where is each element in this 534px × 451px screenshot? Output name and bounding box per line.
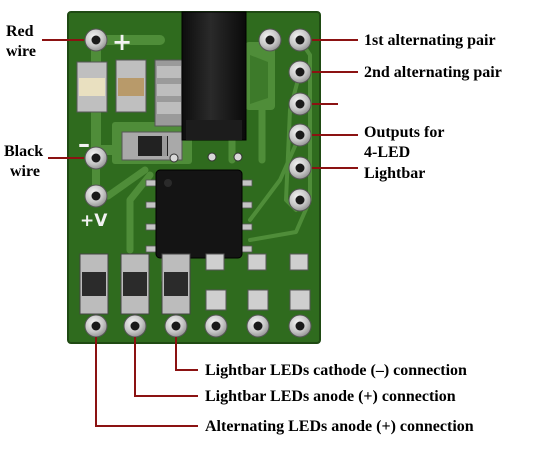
pad-lightbar-4 <box>288 188 312 212</box>
pad-top-a <box>258 28 282 52</box>
label-outputs-1: Outputs for <box>364 124 444 141</box>
label-cathode: Lightbar LEDs cathode (–) connection <box>205 362 467 379</box>
pad-black-wire <box>84 146 108 170</box>
label-first-pair: 1st alternating pair <box>364 32 496 49</box>
label-red-wire-2: wire <box>6 43 36 60</box>
pad-lightbar-2 <box>288 123 312 147</box>
copper-pour <box>250 55 268 104</box>
label-outputs-3: Lightbar <box>364 165 425 182</box>
pad-first-pair <box>288 28 312 52</box>
label-outputs-2: 4-LED <box>364 144 410 161</box>
pad-bottom-1 <box>84 314 108 338</box>
pad-lightbar-3 <box>288 156 312 180</box>
through-hole-pads <box>84 28 312 338</box>
pad-lightbar-1 <box>288 92 312 116</box>
label-second-pair: 2nd alternating pair <box>364 64 502 81</box>
pad-bottom-6 <box>288 314 312 338</box>
pad-red-wire <box>84 28 108 52</box>
pad-second-pair <box>288 60 312 84</box>
square-pads <box>205 253 311 311</box>
ic-chip <box>145 169 253 259</box>
silk-plus: + <box>112 28 132 56</box>
pad-plus-v <box>84 184 108 208</box>
label-anode: Lightbar LEDs anode (+) connection <box>205 388 456 405</box>
pad-bottom-3 <box>164 314 188 338</box>
label-red-wire-1: Red <box>6 23 34 40</box>
label-black-wire-1: Black <box>4 143 43 160</box>
label-black-wire-2: wire <box>10 163 40 180</box>
pad-bottom-4 <box>204 314 228 338</box>
pad-bottom-2 <box>123 314 147 338</box>
leader-alternating <box>95 337 198 427</box>
leader-cathode <box>175 337 198 371</box>
label-alternating: Alternating LEDs anode (+) connection <box>205 418 474 435</box>
bottom-resistors <box>79 253 191 315</box>
leader-lines <box>42 39 358 427</box>
silk-plus-v: +V <box>80 211 108 231</box>
silk-minus: – <box>78 130 90 158</box>
pad-bottom-5 <box>246 314 270 338</box>
vias <box>169 152 243 163</box>
leader-anode <box>134 337 198 397</box>
voltage-regulator <box>181 11 247 141</box>
